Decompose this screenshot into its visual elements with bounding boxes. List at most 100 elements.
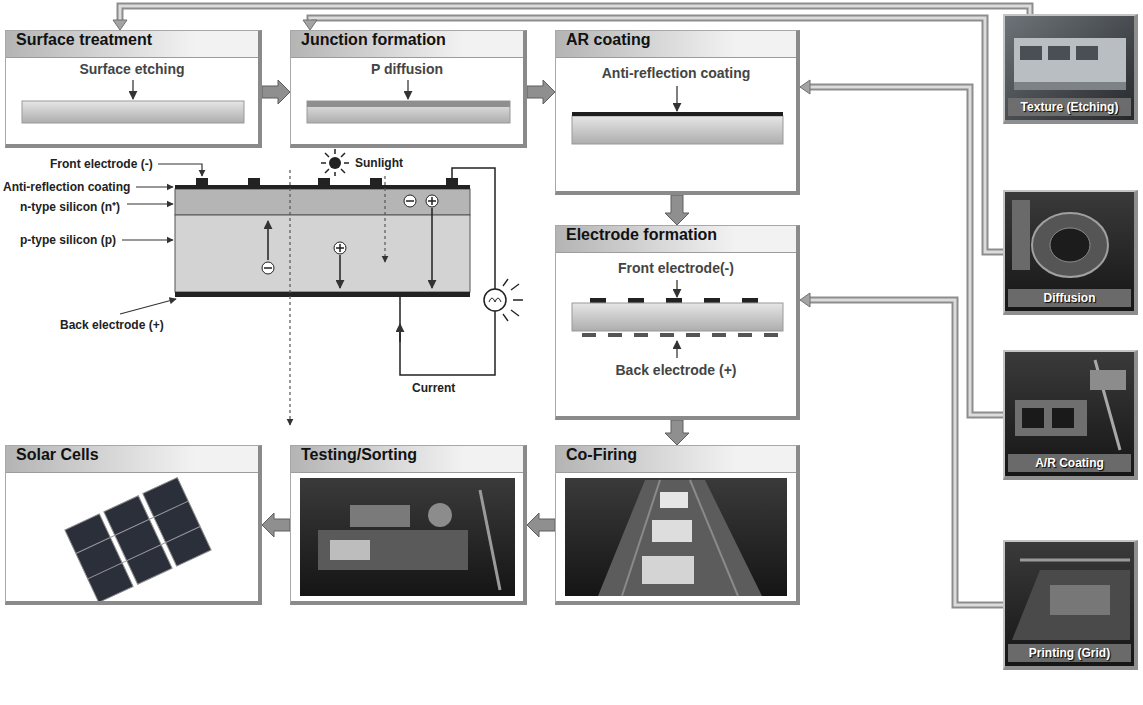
electrode-wafer-sketch bbox=[738, 333, 752, 337]
electrode-wafer-sketch bbox=[712, 333, 726, 337]
ar-coating-photo bbox=[1005, 352, 1136, 478]
block-arrow bbox=[527, 513, 555, 537]
charge-carrier bbox=[262, 195, 438, 288]
solar-cell-photo bbox=[76, 501, 188, 553]
panel-heading: Electrode formation bbox=[556, 226, 796, 253]
flow-arrow bbox=[527, 80, 555, 104]
process-panel: Junction formationP diffusion bbox=[290, 30, 527, 148]
part-label: Front electrode (-) bbox=[50, 157, 153, 171]
leader-line bbox=[120, 164, 202, 314]
firing-furnace-photo bbox=[565, 478, 787, 596]
solar-cell-cross-section bbox=[196, 178, 208, 185]
screen-printer-photo bbox=[1005, 542, 1136, 668]
electrode-wafer-sketch bbox=[666, 298, 682, 303]
solar-cell-cross-section bbox=[446, 178, 458, 185]
diffusion-wafer-sketch bbox=[307, 80, 510, 123]
block-arrow bbox=[665, 195, 689, 225]
tester-photo bbox=[318, 530, 468, 570]
ar-coating-photo bbox=[1090, 370, 1126, 390]
tester-photo bbox=[350, 505, 410, 527]
electrode-wafer-sketch bbox=[628, 298, 644, 303]
arrow-head bbox=[800, 293, 810, 307]
electrode-wafer-sketch bbox=[634, 333, 648, 337]
ar-coating-photo bbox=[1052, 408, 1074, 428]
panel-heading: Solar Cells bbox=[6, 446, 258, 473]
charge-carrier bbox=[339, 255, 341, 288]
feed-pipe bbox=[800, 293, 1003, 605]
pipe-core bbox=[809, 300, 1003, 605]
texture-etching-photo bbox=[1048, 46, 1070, 60]
surface-wafer-sketch bbox=[132, 80, 134, 99]
feed-pipe bbox=[800, 80, 1003, 415]
photo-caption: Diffusion bbox=[1008, 289, 1131, 307]
diffusion-wafer-sketch bbox=[307, 101, 510, 123]
light-ray bbox=[290, 170, 385, 425]
light-ray bbox=[289, 170, 290, 425]
electrode-wafer-sketch bbox=[676, 341, 678, 358]
block-arrow bbox=[527, 80, 555, 104]
equipment-photo: A/R Coating bbox=[1003, 350, 1138, 480]
flow-arrow bbox=[262, 513, 290, 537]
ar-coating-photo bbox=[1015, 400, 1087, 436]
tester-photo bbox=[300, 478, 515, 596]
charge-carrier bbox=[267, 221, 269, 260]
sun-symbol bbox=[321, 149, 349, 176]
ar-wafer-sketch bbox=[572, 112, 783, 116]
bulb-symbol bbox=[489, 298, 501, 302]
electrode-wafer-sketch bbox=[572, 280, 783, 358]
ar-wafer-sketch bbox=[676, 86, 678, 111]
ar-wafer-sketch bbox=[572, 86, 783, 144]
flow-arrow bbox=[665, 420, 689, 445]
firing-furnace-photo bbox=[660, 492, 688, 508]
electrode-wafer-sketch bbox=[660, 333, 674, 337]
leader-line bbox=[158, 164, 202, 176]
firing-furnace-photo bbox=[598, 480, 762, 596]
circuit-wire bbox=[400, 297, 495, 375]
panel-heading: AR coating bbox=[556, 31, 796, 58]
bulb-symbol bbox=[484, 279, 523, 321]
electrode-wafer-sketch bbox=[704, 298, 720, 303]
arrow-head bbox=[303, 20, 317, 30]
texture-etching-photo bbox=[1014, 38, 1126, 82]
step-label: Anti-reflection coating bbox=[560, 65, 792, 81]
light-ray bbox=[384, 176, 385, 262]
pipe-edge bbox=[809, 87, 1003, 415]
process-panel: Co-Firing bbox=[555, 445, 800, 605]
electrode-wafer-sketch bbox=[590, 298, 606, 303]
electrode-wafer-sketch bbox=[764, 333, 778, 337]
part-label: Sunlight bbox=[355, 156, 403, 170]
electrode-wafer-sketch bbox=[742, 298, 758, 303]
charge-carrier bbox=[426, 195, 438, 207]
electrode-wafer-sketch bbox=[686, 333, 700, 337]
charge-carrier bbox=[428, 197, 436, 205]
leader-line bbox=[127, 203, 173, 204]
texture-etching-photo bbox=[1076, 46, 1098, 60]
solar-cell-cross-section bbox=[175, 215, 470, 292]
surface-wafer-sketch bbox=[22, 80, 244, 123]
solar-cell-cross-section bbox=[175, 178, 470, 297]
diffusion-furnace-photo bbox=[1050, 228, 1090, 262]
panel-heading: Testing/Sorting bbox=[291, 446, 523, 473]
leader-line bbox=[136, 186, 173, 187]
leader-line bbox=[120, 299, 176, 314]
electrode-wafer-sketch bbox=[608, 333, 622, 337]
circuit-wire bbox=[400, 168, 495, 375]
charge-carrier bbox=[404, 195, 416, 207]
flow-arrow bbox=[665, 195, 689, 225]
electrode-wafer-sketch bbox=[572, 303, 783, 331]
photo-caption: A/R Coating bbox=[1008, 454, 1131, 472]
equipment-photo: Texture (Etching) bbox=[1003, 14, 1138, 124]
sun-symbol bbox=[321, 149, 349, 176]
diffusion-furnace-photo bbox=[1005, 192, 1136, 313]
screen-printer-photo bbox=[1005, 542, 1136, 668]
equipment-photo: Diffusion bbox=[1003, 190, 1138, 315]
charge-carrier bbox=[336, 244, 344, 252]
part-label: Anti-reflection coating bbox=[3, 180, 130, 194]
bulb-symbol bbox=[503, 279, 523, 321]
solar-cell-cross-section bbox=[175, 185, 470, 189]
tester-photo bbox=[300, 478, 515, 596]
sun-symbol bbox=[329, 157, 341, 169]
